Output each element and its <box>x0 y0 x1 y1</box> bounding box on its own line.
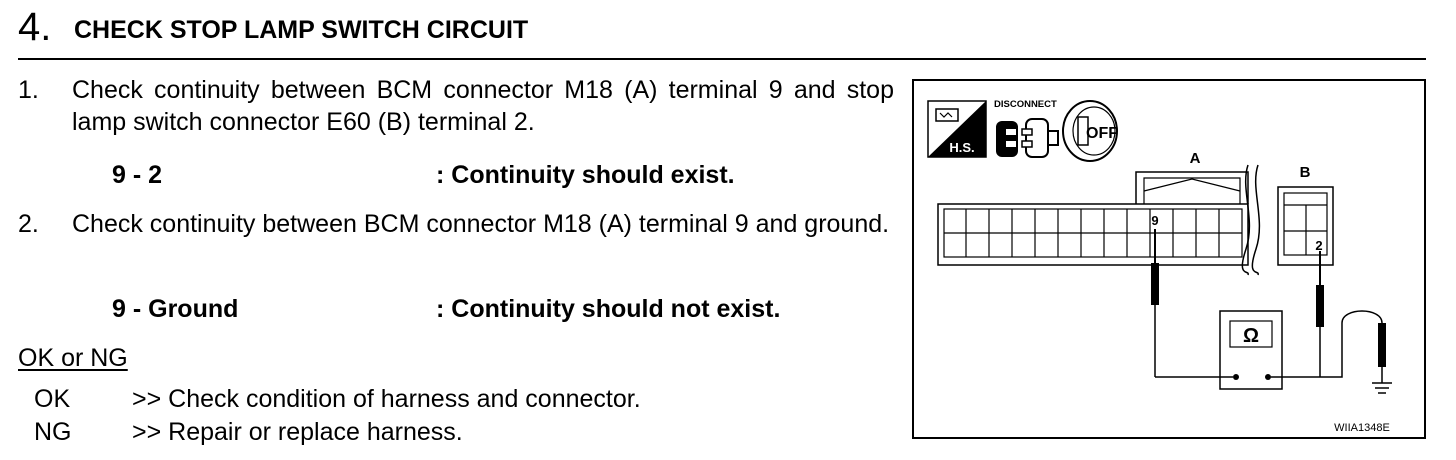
off-label: OFF <box>1086 125 1118 142</box>
connector-a: A 9 <box>937 150 1261 276</box>
section-title: CHECK STOP LAMP SWITCH CIRCUIT <box>74 16 529 44</box>
ng-code: NG <box>34 418 72 446</box>
step-2-spec-value: : Continuity should not exist. <box>436 295 781 323</box>
ohmmeter: Ω <box>1155 310 1320 390</box>
step-2: 2. Check continuity between BCM connecto… <box>18 208 898 274</box>
ground-probe <box>1320 310 1392 394</box>
connector-b: B 2 <box>1277 164 1334 266</box>
step-1-spec-label: 9 - 2 <box>112 161 163 189</box>
step-2-text: Check continuity between BCM connector M… <box>72 210 890 238</box>
section-header: 4. CHECK STOP LAMP SWITCH CIRCUIT <box>18 2 1426 60</box>
step-1-spec-value: : Continuity should exist. <box>436 161 735 189</box>
ok-code: OK <box>34 385 71 413</box>
step-2-spec-label: 9 - Ground <box>112 295 239 323</box>
step-2-number: 2. <box>18 210 39 238</box>
figure-id: WIIA1348E <box>1334 422 1390 434</box>
disconnect-icon: DISCONNECT <box>994 99 1059 158</box>
hs-icon: H.S. <box>927 100 987 158</box>
step-number: 4. <box>18 5 52 49</box>
ohm-symbol: Ω <box>1243 325 1259 347</box>
probe-a <box>1151 229 1159 377</box>
terminal-a-label: 9 <box>1151 213 1158 228</box>
step-1: 1. Check continuity between BCM connecto… <box>18 74 898 140</box>
ok-action: >> Check condition of harness and connec… <box>132 385 641 413</box>
ignition-off-icon: OFF <box>1062 100 1118 162</box>
wiring-figure: H.S. DISCONNECT OFF A <box>912 79 1426 439</box>
connector-b-label: B <box>1300 164 1311 181</box>
disconnect-label: DISCONNECT <box>994 99 1057 110</box>
step-1-number: 1. <box>18 76 39 104</box>
hs-label: H.S. <box>949 140 974 155</box>
ok-ng-heading: OK or NG <box>18 344 128 372</box>
connector-a-label: A <box>1190 150 1201 167</box>
step-1-text: Check continuity between BCM connector M… <box>72 76 894 136</box>
ng-action: >> Repair or replace harness. <box>132 418 463 446</box>
probe-b <box>1316 251 1324 377</box>
terminal-b-label: 2 <box>1315 238 1322 253</box>
